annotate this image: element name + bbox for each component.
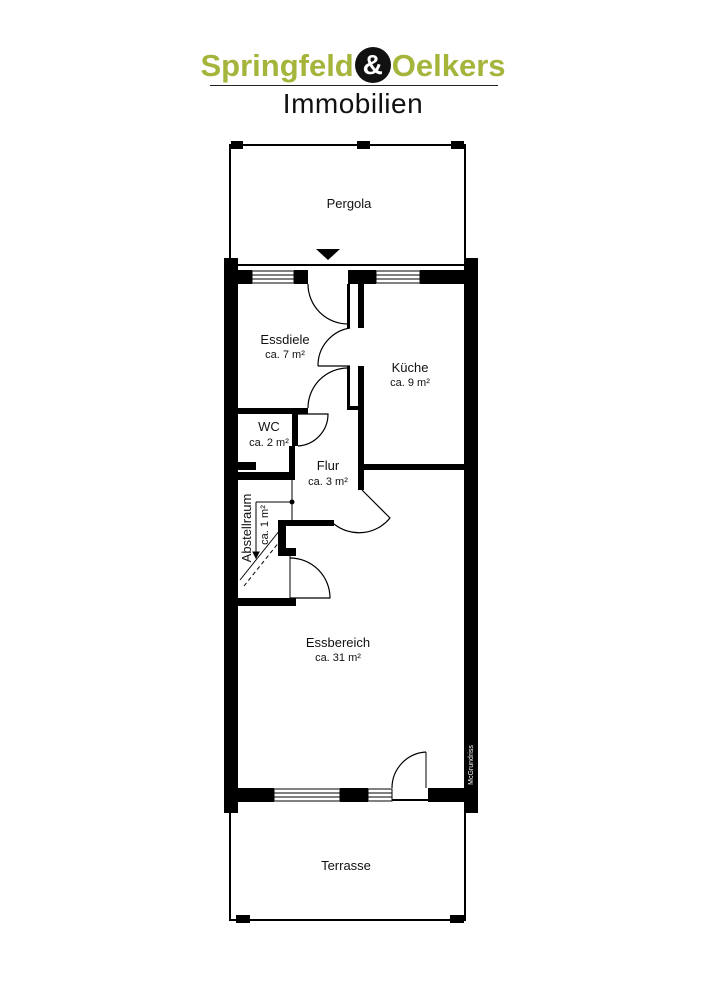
logo-ampersand-badge: & — [354, 46, 391, 83]
logo-name-right: Oelkers — [391, 48, 506, 83]
room-area-wc: ca. 2 m² — [249, 437, 289, 449]
outer-walls — [224, 258, 478, 813]
room-label-pergola: Pergola — [327, 196, 373, 211]
room-label-kueche: Küche — [392, 360, 429, 375]
room-area-kueche: ca. 9 m² — [390, 377, 430, 389]
pergola-structure — [229, 141, 466, 266]
logo-subtitle: Immobilien — [282, 88, 424, 119]
thin-lines — [239, 480, 427, 788]
doors — [289, 283, 427, 789]
room-area-essdiele: ca. 7 m² — [265, 349, 305, 361]
logo-company-name: Springfeld&Oelkers — [0, 46, 706, 86]
room-label-essbereich: Essbereich — [306, 635, 370, 650]
room-area-abstellraum: ca. 1 m² — [259, 505, 271, 545]
room-area-essbereich: ca. 31 m² — [315, 652, 361, 664]
logo-divider — [210, 85, 498, 86]
room-area-flur: ca. 3 m² — [308, 476, 348, 488]
logo-name-left: Springfeld — [200, 48, 354, 83]
plan-credit: McGrundriss — [468, 745, 475, 785]
room-label-terrasse: Terrasse — [321, 858, 371, 873]
room-label-abstellraum: Abstellraum — [239, 494, 254, 563]
room-label-flur: Flur — [317, 458, 340, 473]
company-logo: Springfeld&Oelkers Immobilien — [0, 0, 706, 130]
room-label-wc: WC — [258, 419, 280, 434]
interior-walls — [238, 284, 464, 606]
windows — [251, 270, 421, 802]
room-label-essdiele: Essdiele — [260, 332, 309, 347]
entrance-arrow-icon — [316, 249, 340, 260]
